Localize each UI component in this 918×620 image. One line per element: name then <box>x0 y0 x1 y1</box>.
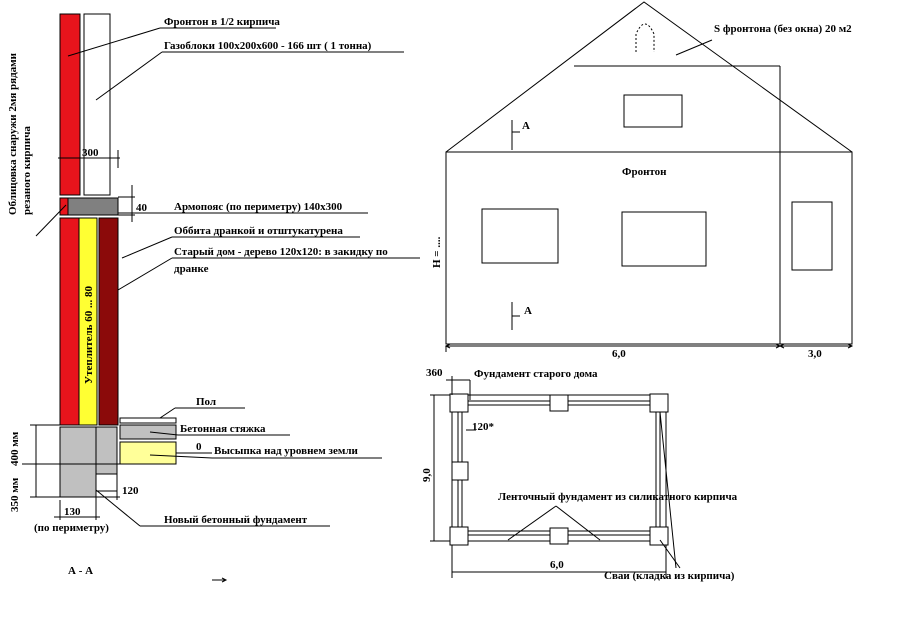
new-foundation-label: Новый бетонный фундамент <box>164 514 308 526</box>
dim-zero: 0 <box>196 441 202 453</box>
dim-120-plan: 120* <box>472 421 495 433</box>
strip-foundation-label: Ленточный фундамент из силикатного кирпи… <box>498 491 738 503</box>
brick-facing-lower <box>59 217 80 426</box>
wall-window-center <box>621 211 707 267</box>
depth-dim: 9,0 <box>421 468 433 482</box>
concrete-screed <box>119 424 177 440</box>
width-main: 6,0 <box>612 348 626 360</box>
wall-window-left <box>481 208 559 264</box>
backfill-layer <box>119 441 177 465</box>
cut-mark-top: А <box>522 120 530 132</box>
cut-mark-bottom: А <box>524 305 532 317</box>
screed-label: Бетонная стяжка <box>180 423 266 435</box>
backfill-label: Высыпка над уровнем земли <box>214 445 359 457</box>
shingled-label: Оббита дранкой и отштукатурена <box>174 225 343 237</box>
plan-width-dim: 6,0 <box>550 559 564 571</box>
pile-top-right <box>649 393 669 413</box>
dim-300: 300 <box>82 147 99 159</box>
old-foundation-stub <box>95 473 118 492</box>
perimeter-note: (по периметру) <box>34 522 109 534</box>
foundation-plan: 360 Фундамент старого дома 120* 9,0 Лент… <box>421 367 738 582</box>
dim-350: 350 мм <box>9 477 21 512</box>
brick-facing-upper <box>59 13 81 196</box>
insulation-label: Утеплитель 60 ... 80 <box>83 286 95 384</box>
wall-window-right <box>791 201 833 271</box>
gable-area-label: S фронтона (без окна) 20 м2 <box>714 23 852 35</box>
attic-window <box>635 23 655 52</box>
facing-leader <box>35 204 67 237</box>
old-foundation-label: Фундамент старого дома <box>474 368 598 380</box>
dim-400: 400 мм <box>9 431 21 466</box>
dim-360: 360 <box>426 367 443 379</box>
pile-top-left <box>449 393 469 413</box>
floor-board <box>119 417 177 424</box>
roof-outline <box>445 1 853 153</box>
old-house-label-line2: дранке <box>174 263 209 275</box>
gable-label: Фронтон <box>622 166 667 178</box>
pile-bottom-left <box>449 526 469 546</box>
ring-beam <box>67 197 119 216</box>
facing-label-line1: Облицовка снаружи 2мя рядами <box>7 52 19 215</box>
piles-label: Сваи (кладка из кирпича) <box>604 570 735 582</box>
new-foundation-right <box>95 426 118 475</box>
dim-130: 130 <box>64 506 81 518</box>
gas-block-column <box>83 13 111 196</box>
gas-blocks-label: Газоблоки 100х200х600 - 166 шт ( 1 тонна… <box>164 40 372 52</box>
pile-mid-left <box>451 461 469 481</box>
height-label: H = .... <box>431 236 443 268</box>
strip-outer <box>451 394 667 542</box>
pile-bottom-right <box>649 526 669 546</box>
section-mark: А - А <box>68 565 93 577</box>
width-side: 3,0 <box>808 348 822 360</box>
new-foundation-left <box>59 426 97 498</box>
wall-section: Утеплитель 60 ... 80 Облицовка снаружи 2… <box>7 13 420 583</box>
house-wall-outline <box>445 151 853 345</box>
pediment-half-brick-label: Фронтон в 1/2 кирпича <box>164 16 280 28</box>
dim-120-section: 120 <box>122 485 139 497</box>
facing-label-line2: резаного кирпича <box>21 126 33 215</box>
gable-window <box>623 94 683 128</box>
dim-40: 40 <box>136 202 148 214</box>
insulation-layer <box>78 217 98 426</box>
floor-label: Пол <box>196 396 216 408</box>
pile-bottom-mid <box>549 527 569 545</box>
old-house-label-line1: Старый дом - дерево 120х120: в закидку п… <box>174 246 388 258</box>
pile-top-mid <box>549 394 569 412</box>
ring-beam-label: Армопояс (по периметру) 140х300 <box>174 201 343 213</box>
gable-elevation: S фронтона (без окна) 20 м2 Фронтон А А … <box>431 1 854 360</box>
old-wooden-wall <box>98 217 119 426</box>
